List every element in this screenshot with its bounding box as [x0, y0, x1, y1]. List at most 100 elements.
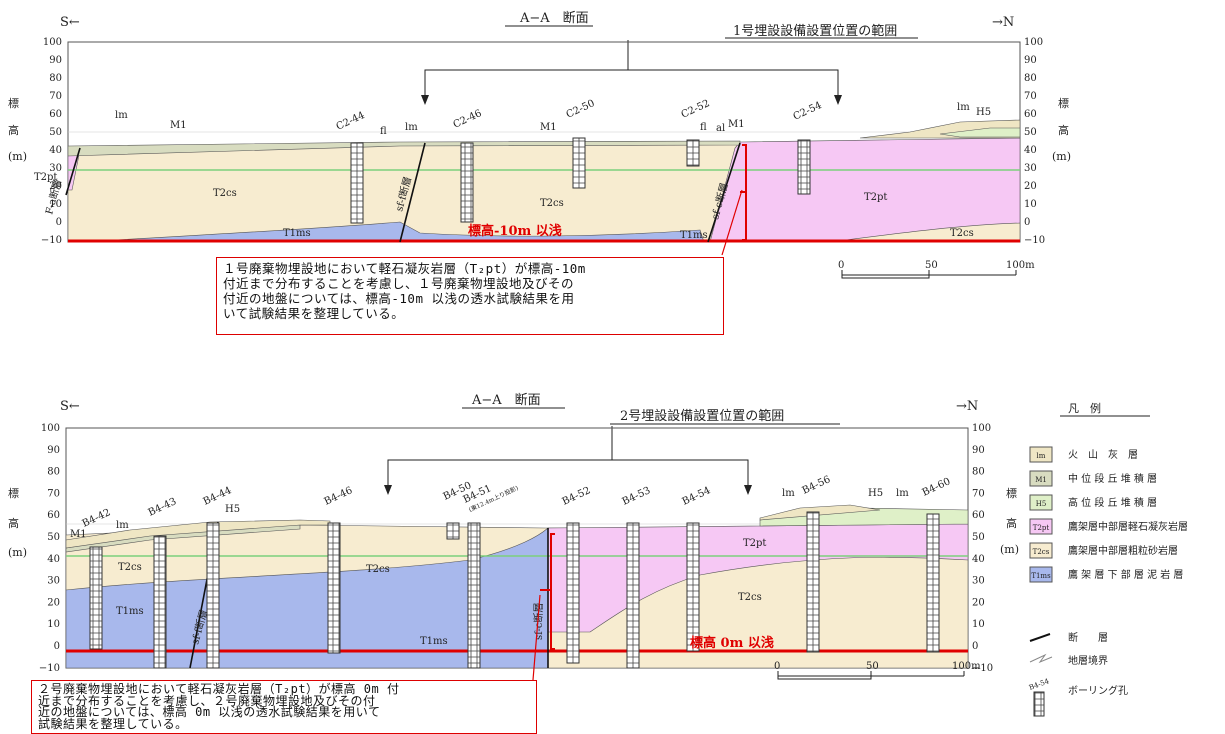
- bottom-right-ytick-3: 70: [972, 488, 985, 499]
- top-left-ytick-6: 40: [49, 145, 62, 156]
- legend-boundary-symbol: [1029, 653, 1053, 664]
- top-boreholes: [350, 137, 811, 224]
- legend-swatch-0: [1029, 446, 1053, 463]
- bottom-right-ytick-10: 0: [972, 641, 978, 652]
- top-lbl-fl1: fl: [380, 126, 387, 137]
- bottom-right-ytick-9: 10: [972, 619, 985, 630]
- top-lbl-lm3: lm: [957, 102, 970, 113]
- bottom-borehole-b4-56: [806, 511, 820, 653]
- top-t2cs-right: [829, 222, 1021, 243]
- bottom-scale-bar: 0 50 100m: [774, 661, 981, 680]
- bottom-note-box: ２号廃棄物埋設地において軽石凝灰岩層（T₂pt）が標高 0m 付 近まで分布する…: [31, 680, 537, 734]
- top-scale-50: 50: [925, 260, 938, 271]
- bottom-left-ytick-11: −10: [39, 663, 60, 674]
- bottom-lbl-t1ms-b: T1ms: [420, 636, 448, 647]
- bottom-bh-label-7: B4-52: [561, 485, 593, 508]
- top-bh-label-4: C2-52: [680, 98, 712, 121]
- legend-label-3: 鷹架層中部層軽石凝灰岩層: [1068, 520, 1188, 533]
- bottom-ylabel-left-2: 高: [8, 516, 19, 530]
- legend-fault-symbol: [1029, 633, 1051, 642]
- legend-key-2: H5: [1036, 500, 1047, 508]
- bottom-lbl-lm1: lm: [116, 520, 129, 531]
- top-h5-right: [939, 127, 1021, 138]
- bottom-borehole-b4-50: [446, 522, 460, 540]
- top-bh-label-5: C2-54: [792, 100, 824, 123]
- top-left-ytick-7: 30: [49, 163, 62, 174]
- bottom-borehole-b4-43: [153, 535, 167, 669]
- top-borehole-c2-46: [460, 142, 474, 223]
- legend-label-5: 鷹 架 層 下 部 層 泥 岩 層: [1068, 568, 1183, 581]
- top-note-box: １号廃棄物埋設地において軽石凝灰岩層（T₂pt）が標高-10m 付近まで分布する…: [216, 257, 724, 335]
- top-lbl-m1b: M1: [540, 122, 557, 133]
- bottom-t1ms: [65, 527, 549, 669]
- bottom-left-ytick-2: 80: [47, 467, 60, 478]
- legend-swatch-2: [1029, 494, 1053, 511]
- bottom-borehole-b4-52: [566, 522, 580, 664]
- bottom-lbl-t2cs-b: T2cs: [366, 564, 390, 575]
- bottom-left-ytick-0: 100: [41, 423, 60, 434]
- top-lbl-fl2: fl: [700, 122, 707, 133]
- bottom-right-ytick-2: 80: [972, 467, 985, 478]
- bottom-section: A−A 断面 S← →N 2号埋設設備設置位置の範囲: [8, 393, 1019, 681]
- bottom-right-ytick-8: 20: [972, 597, 985, 608]
- bottom-lbl-h5b: H5: [868, 488, 883, 499]
- top-lbl-t2cs-right: T2cs: [950, 228, 974, 239]
- top-lbl-t2pt-right: T2pt: [864, 192, 887, 203]
- bottom-boreholes: [89, 511, 940, 669]
- top-left-ytick-0: 100: [43, 37, 62, 48]
- legend-swatch-5: [1029, 566, 1053, 583]
- bottom-left-ytick-7: 30: [47, 576, 60, 587]
- top-borehole-c2-54: [797, 139, 811, 195]
- top-ylabel-right-2: 高: [1058, 123, 1069, 137]
- bottom-range-label: 2号埋設設備設置位置の範囲: [620, 408, 784, 424]
- top-scale-0: 0: [838, 260, 844, 271]
- legend-fault-label: 断 層: [1068, 631, 1108, 644]
- top-right-ytick-3: 70: [1024, 91, 1037, 102]
- bottom-borehole-b4-53: [626, 522, 640, 669]
- bottom-left-ytick-9: 10: [47, 619, 60, 630]
- top-left-ytick-5: 50: [49, 127, 62, 138]
- bottom-lbl-lm2: lm: [782, 488, 795, 499]
- bottom-ylabel-right-3: (m): [1000, 543, 1019, 556]
- bottom-left-ytick-6: 40: [47, 554, 60, 565]
- top-left-ytick-11: −10: [41, 235, 62, 246]
- bottom-right-ytick-11: −10: [972, 663, 993, 674]
- bottom-lbl-lm3: lm: [896, 488, 909, 499]
- top-right-ytick-10: 0: [1024, 217, 1030, 228]
- bottom-right-ytick-0: 100: [972, 423, 991, 434]
- top-section: A−A 断面 S← →N 1号埋設設備設置位置の範囲: [8, 11, 1071, 279]
- top-borehole-c2-44: [350, 142, 364, 224]
- top-right-ytick-1: 90: [1024, 55, 1037, 66]
- legend-swatch-4: [1029, 542, 1053, 559]
- legend-key-4: T2cs: [1033, 548, 1050, 556]
- top-borehole-c2-52: [686, 139, 700, 167]
- top-ylabel-right-1: 標: [1058, 96, 1069, 110]
- bottom-bh-label-11: B4-60: [921, 476, 953, 499]
- legend-key-3: T2pt: [1033, 524, 1050, 532]
- legend-swatch-3: [1029, 518, 1053, 535]
- bottom-bh-label-8: B4-53: [621, 485, 653, 508]
- top-lbl-m1c: M1: [728, 119, 745, 130]
- bottom-bh-label-4: B4-46: [323, 485, 355, 508]
- bottom-borehole-b4-42: [89, 546, 103, 650]
- bottom-borehole-b4-51: [467, 522, 481, 669]
- top-lbl-al: al: [716, 123, 725, 134]
- bottom-lbl-t1ms-a: T1ms: [116, 606, 144, 617]
- top-lbl-t2cs-a: T2cs: [213, 188, 237, 199]
- legend-label-4: 鷹架層中部層粗粒砂岩層: [1068, 544, 1178, 557]
- top-right-ytick-8: 20: [1024, 181, 1037, 192]
- bottom-section-title: A−A 断面: [471, 393, 541, 408]
- bottom-left-ytick-1: 90: [47, 445, 60, 456]
- top-right-ytick-11: −10: [1024, 235, 1045, 246]
- top-right-ytick-4: 60: [1024, 109, 1037, 120]
- bottom-right-ytick-7: 30: [972, 576, 985, 587]
- top-left-ytick-8: 20: [49, 181, 62, 192]
- top-right-ytick-9: 10: [1024, 199, 1037, 210]
- top-left-ytick-1: 90: [49, 55, 62, 66]
- top-ylabel-left-1: 標: [8, 96, 19, 110]
- bottom-borehole-b4-60: [926, 513, 940, 653]
- top-bh-label-1: C2-44: [335, 110, 367, 133]
- bottom-south-label: S←: [60, 399, 80, 414]
- bottom-scale-0: 0: [774, 661, 780, 672]
